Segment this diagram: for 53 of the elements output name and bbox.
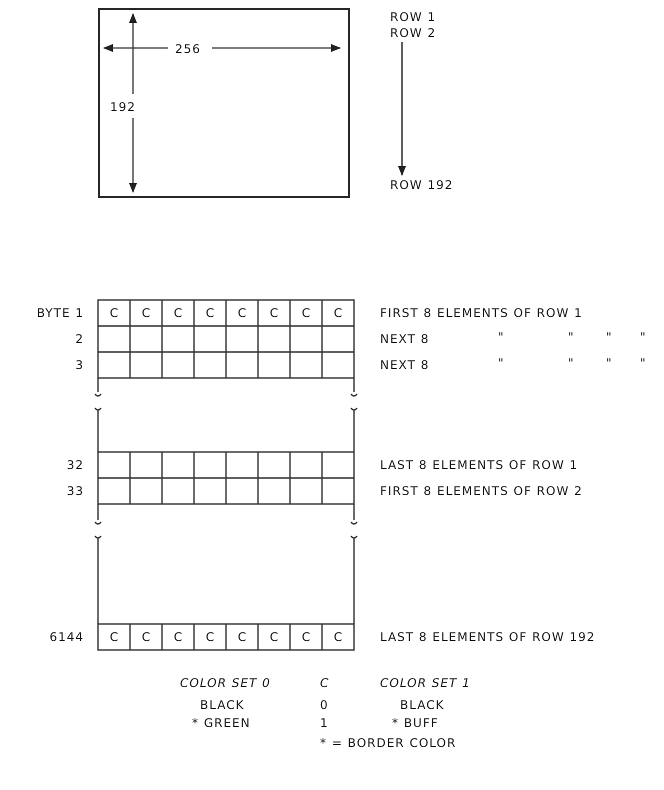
byte-number: 33: [66, 484, 84, 498]
cell-value: C: [172, 306, 184, 320]
ditto-mark: ": [640, 356, 647, 370]
cell-value: C: [300, 306, 312, 320]
cell-value: C: [204, 306, 216, 320]
row-description: LAST 8 ELEMENTS OF ROW 192: [380, 630, 596, 644]
cell-value: C: [236, 306, 248, 320]
screen-outline: [98, 8, 350, 198]
cell-value: C: [236, 630, 248, 644]
ditto-mark: ": [498, 356, 505, 370]
cell-value: C: [108, 306, 120, 320]
ditto-mark: ": [640, 330, 647, 344]
row-label: ROW 192: [390, 178, 454, 192]
legend-heading: COLOR SET 1: [380, 676, 471, 690]
byte-number: 32: [66, 458, 84, 472]
row-description: FIRST 8 ELEMENTS OF ROW 1: [380, 306, 583, 320]
ditto-mark: ": [606, 356, 613, 370]
color-name: BLACK: [400, 698, 444, 712]
row-description: LAST 8 ELEMENTS OF ROW 1: [380, 458, 578, 472]
color-name: BLACK: [200, 698, 244, 712]
cell-value: C: [300, 630, 312, 644]
byte-number: BYTE 1: [36, 306, 84, 320]
legend-heading: COLOR SET 0: [180, 676, 271, 690]
cell-value: C: [268, 630, 280, 644]
cell-value: C: [332, 630, 344, 644]
row-description: NEXT 8: [380, 358, 430, 372]
byte-number: 6144: [48, 630, 84, 644]
cell-value: C: [268, 306, 280, 320]
cell-value: C: [140, 630, 152, 644]
arrow: [398, 42, 406, 176]
dimension-label: 192: [110, 100, 136, 114]
cell-value: C: [332, 306, 344, 320]
color-code: 1: [320, 716, 329, 730]
ditto-mark: ": [568, 356, 575, 370]
ditto-mark: ": [606, 330, 613, 344]
color-name: * GREEN: [192, 716, 251, 730]
byte-number: 3: [74, 358, 84, 372]
color-code: 0: [320, 698, 329, 712]
legend-heading: C: [320, 676, 330, 690]
row-label: ROW 2: [390, 26, 436, 40]
cell-value: C: [172, 630, 184, 644]
byte-number: 2: [74, 332, 84, 346]
row-description: FIRST 8 ELEMENTS OF ROW 2: [380, 484, 583, 498]
cell-value: C: [204, 630, 216, 644]
color-name: * BUFF: [392, 716, 439, 730]
ditto-mark: ": [568, 330, 575, 344]
dimension-label: 256: [175, 42, 201, 56]
cell-value: C: [140, 306, 152, 320]
row-description: NEXT 8: [380, 332, 430, 346]
row-label: ROW 1: [390, 10, 436, 24]
legend-note: * = BORDER COLOR: [320, 736, 456, 750]
cell-value: C: [108, 630, 120, 644]
ditto-mark: ": [498, 330, 505, 344]
